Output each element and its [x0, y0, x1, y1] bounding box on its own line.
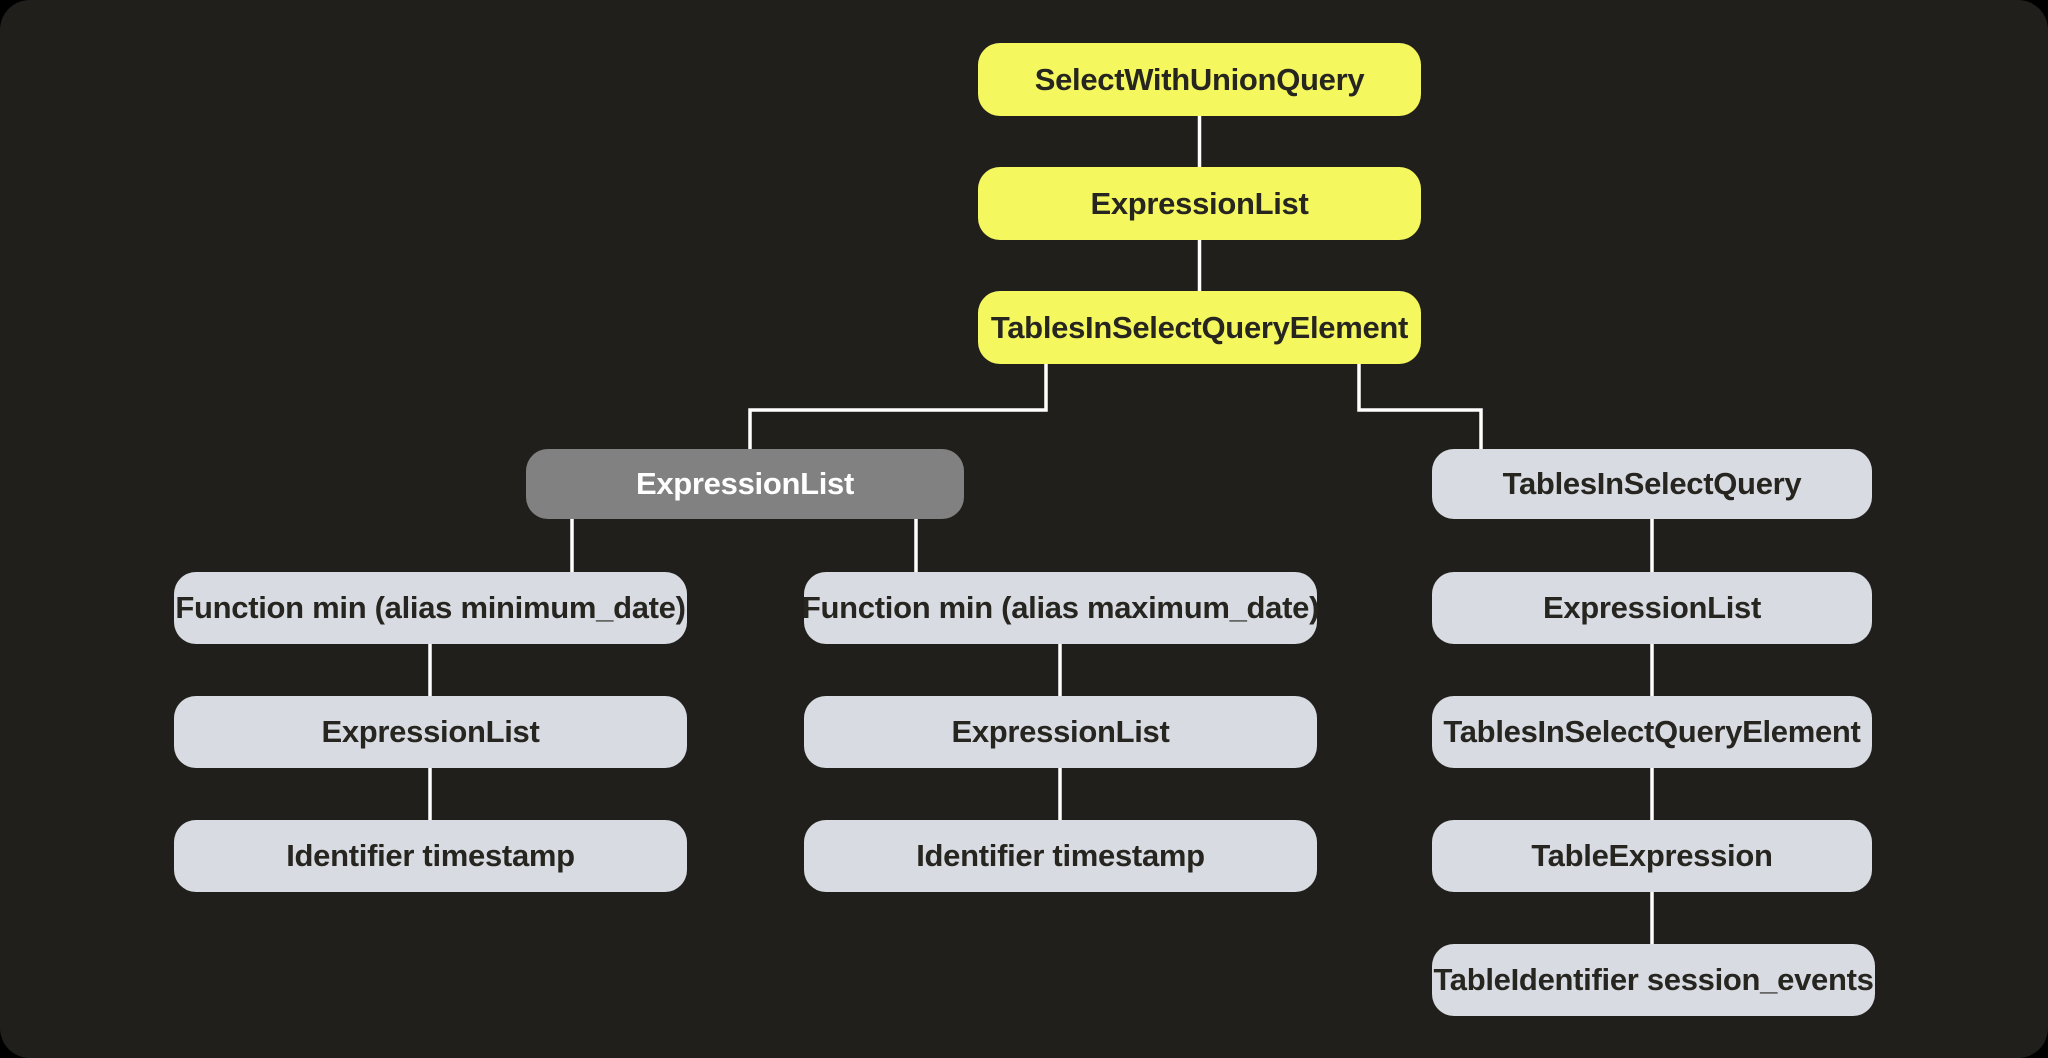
node-expression-list-top[interactable]: ExpressionList: [978, 167, 1421, 240]
node-select-with-union-query[interactable]: SelectWithUnionQuery: [978, 43, 1421, 116]
edge-n2-n4: [1357, 364, 1483, 449]
node-identifier-timestamp-left[interactable]: Identifier timestamp: [174, 820, 687, 892]
edge-n2-n3: [748, 364, 1048, 449]
node-function-min-alias-minimum-date[interactable]: Function min (alias minimum_date): [174, 572, 687, 644]
node-expression-list-middle[interactable]: ExpressionList: [804, 696, 1317, 768]
node-table-identifier-session-events[interactable]: TableIdentifier session_events: [1432, 944, 1875, 1016]
node-expression-list-right[interactable]: ExpressionList: [1432, 572, 1872, 644]
node-tables-in-select-query[interactable]: TablesInSelectQuery: [1432, 449, 1872, 519]
node-expression-list-selected[interactable]: ExpressionList: [526, 449, 964, 519]
node-tables-in-select-query-element-right[interactable]: TablesInSelectQueryElement: [1432, 696, 1872, 768]
node-identifier-timestamp-middle[interactable]: Identifier timestamp: [804, 820, 1317, 892]
node-expression-list-left[interactable]: ExpressionList: [174, 696, 687, 768]
node-tables-in-select-query-element-top[interactable]: TablesInSelectQueryElement: [978, 291, 1421, 364]
node-table-expression[interactable]: TableExpression: [1432, 820, 1872, 892]
node-function-min-alias-maximum-date[interactable]: Function min (alias maximum_date): [802, 572, 1319, 644]
